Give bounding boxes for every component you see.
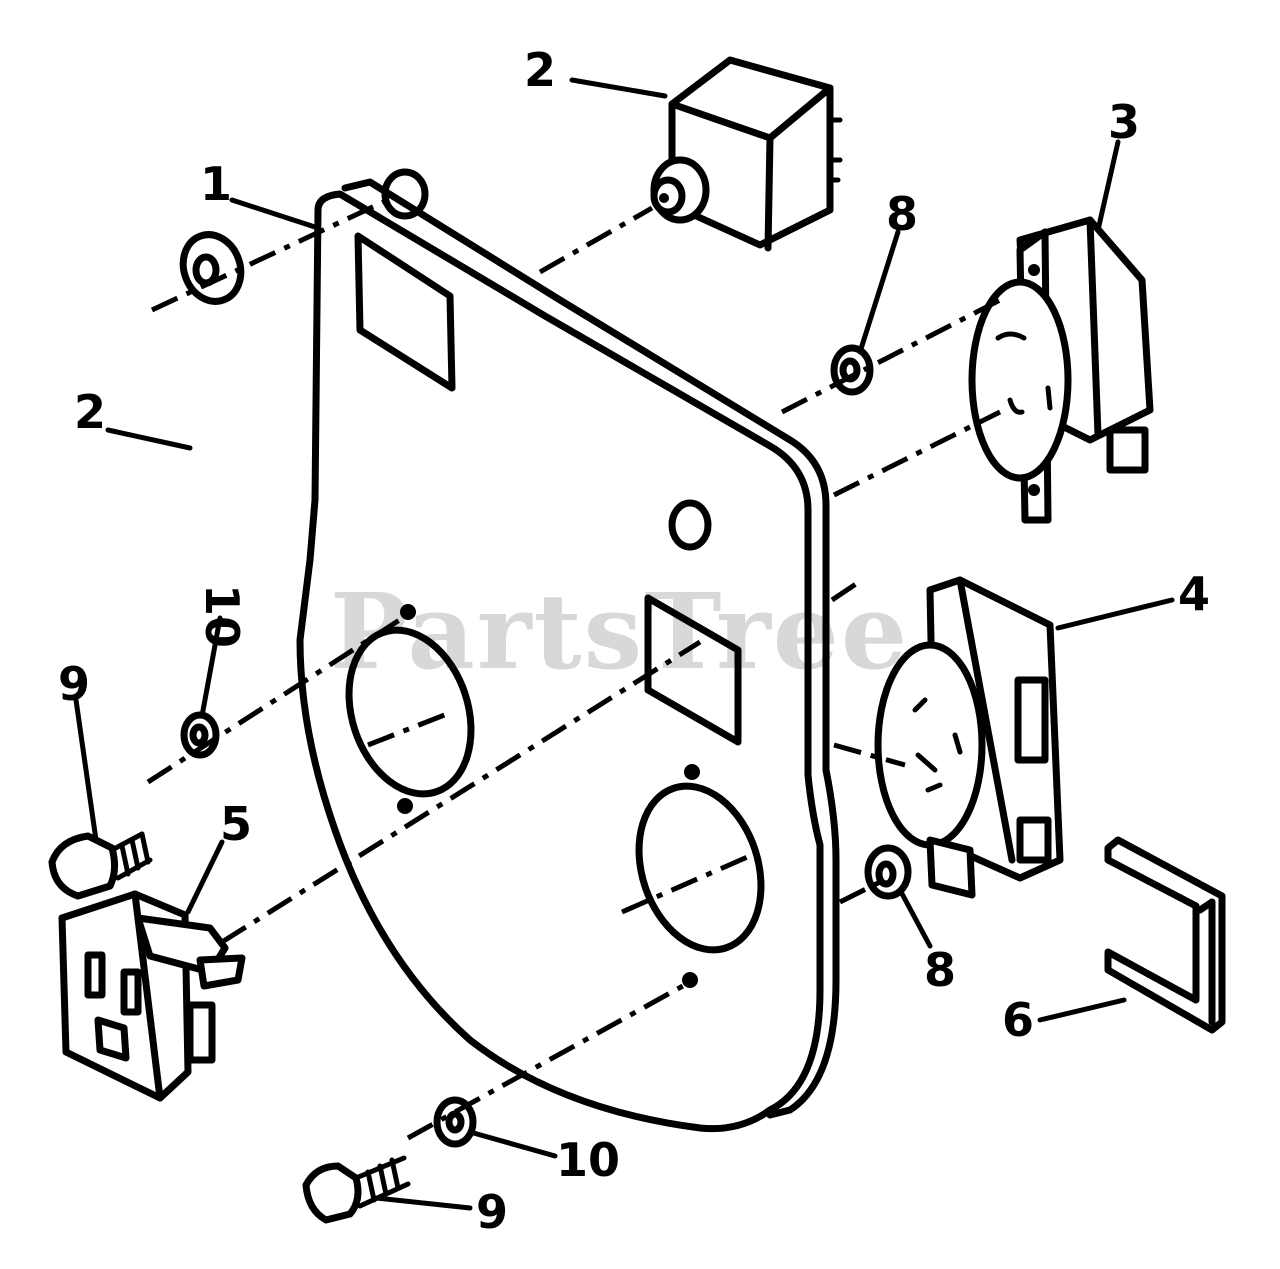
screw-lower xyxy=(302,1155,411,1224)
callout-4: 4 xyxy=(1178,567,1210,621)
assembly-lines xyxy=(146,195,1002,1141)
callout-1: 1 xyxy=(200,157,232,211)
callout-5: 5 xyxy=(220,797,252,851)
breaker-nut-left xyxy=(179,231,245,305)
callout-9-upper: 9 xyxy=(58,657,90,711)
callout-10-upper: 10 xyxy=(195,584,249,648)
callout-labels: 1 2 2 3 4 5 6 8 8 9 9 10 10 xyxy=(58,43,1210,1239)
screw-upper xyxy=(48,831,153,900)
leader-lines xyxy=(73,77,1175,1211)
callout-2-left: 2 xyxy=(74,385,106,439)
washer-lower xyxy=(433,1096,477,1148)
circuit-breaker-top xyxy=(650,56,843,252)
locking-receptacle xyxy=(874,576,1064,899)
duplex-receptacle xyxy=(58,890,246,1102)
callout-9-lower: 9 xyxy=(476,1185,508,1239)
bracket-clip xyxy=(1104,836,1226,1034)
callout-8-upper: 8 xyxy=(886,187,918,241)
callout-10-lower: 10 xyxy=(556,1133,620,1187)
callout-2-top: 2 xyxy=(524,43,556,97)
callout-3: 3 xyxy=(1108,95,1140,149)
twist-lock-receptacle xyxy=(968,216,1154,524)
callout-6: 6 xyxy=(1002,993,1034,1047)
callout-8-lower: 8 xyxy=(924,943,956,997)
